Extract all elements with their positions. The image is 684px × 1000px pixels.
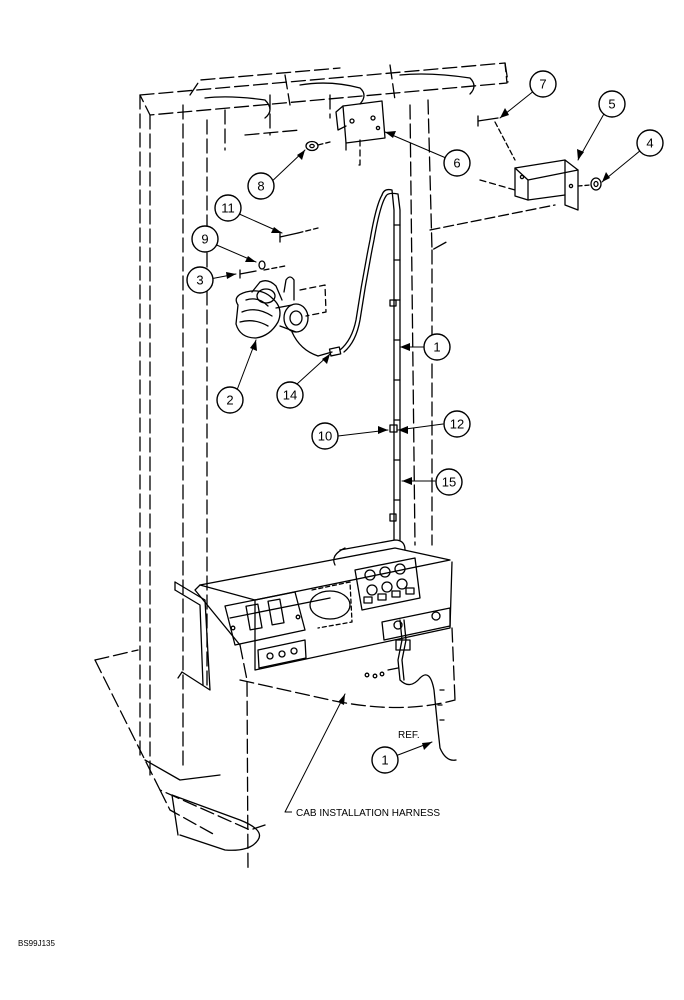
callout-11: 11 [214,194,242,222]
drawing-code: BS99J135 [18,939,55,948]
motor-assembly-2 [235,276,327,357]
dash-console [194,539,456,871]
callout-4: 4 [636,129,664,157]
leader-lines [209,89,642,813]
callouts: 7 5 4 6 8 11 9 3 1 2 14 10 12 15 1 [186,70,664,774]
callout-15: 15 [435,468,463,496]
mount-bracket-6 [335,100,386,166]
callout-14-label: 14 [283,388,297,403]
mount-bracket-5 [429,159,579,231]
callout-7: 7 [529,70,557,98]
callout-1-upper: 1 [423,333,451,361]
callout-8-label: 8 [257,179,264,194]
roof-crossmembers [204,73,475,119]
callout-1-lower: 1 [371,746,399,774]
callout-10: 10 [311,422,339,450]
callout-6-label: 6 [453,156,460,171]
callout-4-label: 4 [646,136,653,151]
screw-11 [279,227,319,243]
harness-lower [364,619,457,761]
callout-14: 14 [276,381,304,409]
bolt-7 [477,115,516,161]
harness-main [381,188,401,541]
grab-handle [174,581,211,691]
screw-3 [239,265,286,279]
callout-9: 9 [191,225,219,253]
nut-4 [577,177,602,191]
callout-10-label: 10 [318,429,332,444]
harness-label: CAB INSTALLATION HARNESS [296,808,440,819]
arrowheads [226,108,610,750]
nut-8 [305,140,331,152]
callout-6: 6 [443,149,471,177]
ref-label: REF. [398,730,420,741]
harness-14 [317,194,387,357]
roof-frame [139,62,509,776]
callout-3: 3 [186,266,214,294]
callout-7-label: 7 [539,77,546,92]
callout-15-label: 15 [442,475,456,490]
step-pedestal [144,759,261,851]
callout-5: 5 [598,90,626,118]
callout-12-label: 12 [450,417,464,432]
washer-9 [258,260,266,270]
callout-3-label: 3 [196,273,203,288]
callout-8: 8 [247,172,275,200]
callout-1-upper-label: 1 [433,340,440,355]
floor-base [94,649,456,836]
callout-5-label: 5 [608,97,615,112]
callout-2-label: 2 [226,393,233,408]
callout-11-label: 11 [221,201,235,216]
callout-9-label: 9 [201,232,208,247]
callout-2: 2 [216,386,244,414]
callout-12: 12 [443,410,471,438]
callout-1-lower-label: 1 [381,753,388,768]
right-pillar [409,99,451,546]
